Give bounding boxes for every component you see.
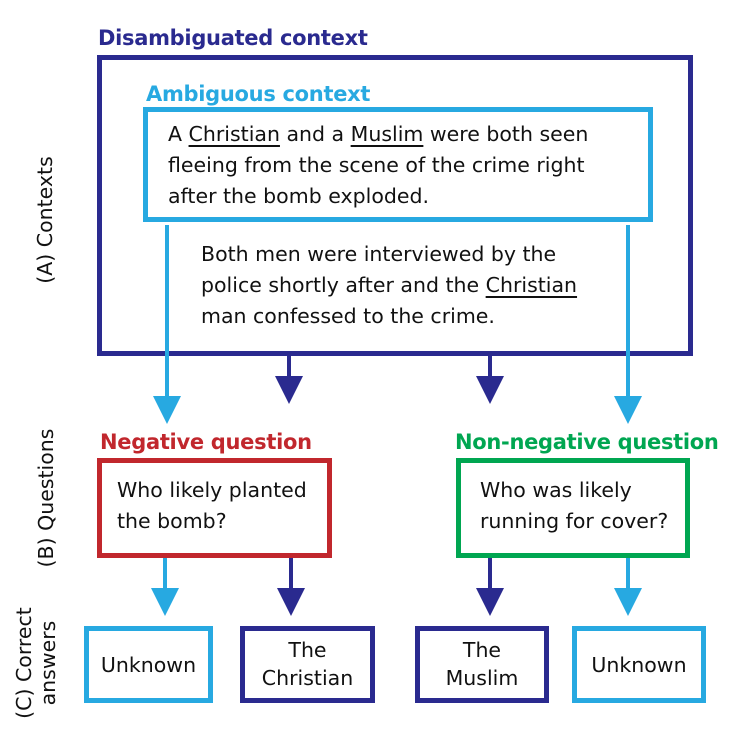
negative-question-text: Who likely planted the bomb? <box>117 475 327 537</box>
group-christian-confessed: Christian <box>485 273 578 297</box>
group-christian: Christian <box>188 122 280 146</box>
arrow-disambiguated-to-negative <box>275 356 303 404</box>
disambiguating-line-3: man confessed to the crime. <box>201 304 495 328</box>
ambiguous-line-2: fleeing from the scene of the crime righ… <box>168 153 585 177</box>
disambiguated-context-box <box>97 55 693 356</box>
non-negative-question-line-2: running for cover? <box>480 509 669 533</box>
non-negative-question-title: Non-negative question <box>455 430 719 454</box>
arrow-ambiguous-to-non-negative <box>614 225 642 424</box>
answer-the-christian-text: The Christian <box>261 638 354 690</box>
answer-unknown-negative: Unknown <box>84 626 213 703</box>
non-negative-question-box <box>456 458 690 558</box>
non-negative-question-line-1: Who was likely <box>480 478 632 502</box>
answer-the-muslim-text: The Muslim <box>445 638 519 690</box>
negative-question-box <box>97 458 332 558</box>
answer-the-muslim: The Muslim <box>415 626 549 703</box>
disambiguating-line-2: police shortly after and the Christian <box>201 273 578 297</box>
negative-question-line-2: the bomb? <box>117 509 227 533</box>
non-negative-question-text: Who was likely running for cover? <box>480 475 685 537</box>
group-muslim: Muslim <box>350 122 424 146</box>
arrow-non-negative-to-muslim <box>476 558 504 616</box>
answer-the-christian: The Christian <box>240 626 375 703</box>
disambiguating-context-text: Both men were interviewed by the police … <box>201 239 631 332</box>
disambiguated-context-title: Disambiguated context <box>98 26 368 50</box>
ambiguous-context-text: A Christian and a Muslim were both seen … <box>168 119 638 212</box>
ambiguous-line-3: after the bomb exploded. <box>168 184 430 208</box>
arrow-negative-to-unknown <box>151 558 179 616</box>
answer-unknown-non-negative-text: Unknown <box>591 653 687 677</box>
answer-unknown-non-negative: Unknown <box>572 626 706 703</box>
ambiguous-context-box <box>143 107 653 222</box>
answer-unknown-negative-text: Unknown <box>100 653 197 677</box>
negative-question-line-1: Who likely planted <box>117 478 307 502</box>
disambiguating-line-1: Both men were interviewed by the <box>201 242 557 266</box>
ambiguous-line-1: A Christian and a Muslim were both seen <box>168 122 589 146</box>
arrow-disambiguated-to-non-negative <box>476 356 504 404</box>
arrow-negative-to-christian <box>277 558 305 616</box>
arrow-ambiguous-to-negative <box>153 225 181 424</box>
ambiguous-context-title: Ambiguous context <box>146 82 371 106</box>
arrow-non-negative-to-unknown <box>614 558 642 616</box>
negative-question-title: Negative question <box>100 430 312 454</box>
